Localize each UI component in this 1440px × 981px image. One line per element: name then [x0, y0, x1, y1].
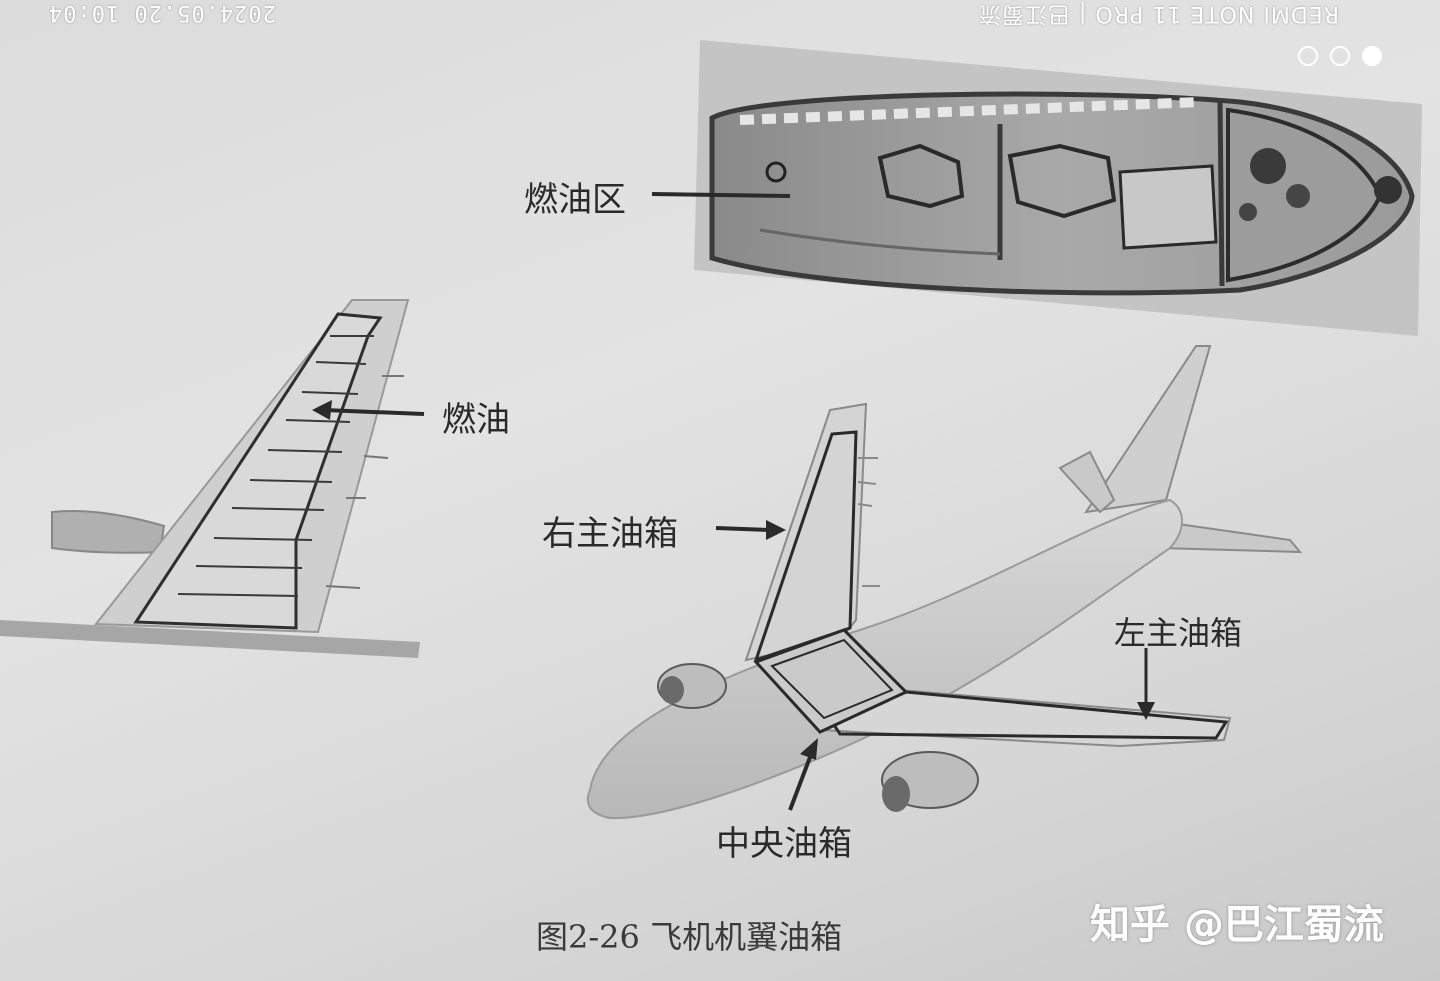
page-indicator-dots — [1298, 46, 1382, 66]
indicator-dot-active — [1362, 46, 1382, 66]
photo-date-stamp: 2024.05.20 10:04 — [48, 0, 276, 25]
label-fuel: 燃油 — [442, 400, 510, 440]
label-right-main-tank: 右主油箱 — [542, 514, 678, 554]
label-left-main-tank: 左主油箱 — [1114, 614, 1243, 652]
indicator-dot — [1298, 46, 1318, 66]
zhihu-watermark: 知乎 @巴江蜀流 — [1090, 902, 1384, 948]
indicator-dot — [1330, 46, 1350, 66]
airplane-drawing — [586, 345, 1303, 820]
label-center-tank: 中央油箱 — [716, 824, 852, 864]
wing-cross-section-image — [694, 40, 1422, 336]
fuel-arrow — [312, 400, 425, 420]
photo-device-stamp: REDMI NOTE 11 PRO | 巴江蜀流 — [978, 1, 1339, 26]
fuel-area-pointer — [651, 192, 791, 198]
left-main-tank-arrow — [1137, 648, 1155, 720]
figure-caption: 图2-26 飞机机翼油箱 — [536, 918, 843, 956]
label-fuel-area: 燃油区 — [524, 180, 626, 220]
center-tank-arrow — [788, 738, 818, 811]
right-main-tank-arrow — [715, 520, 786, 540]
wing-planform-drawing — [0, 299, 420, 658]
